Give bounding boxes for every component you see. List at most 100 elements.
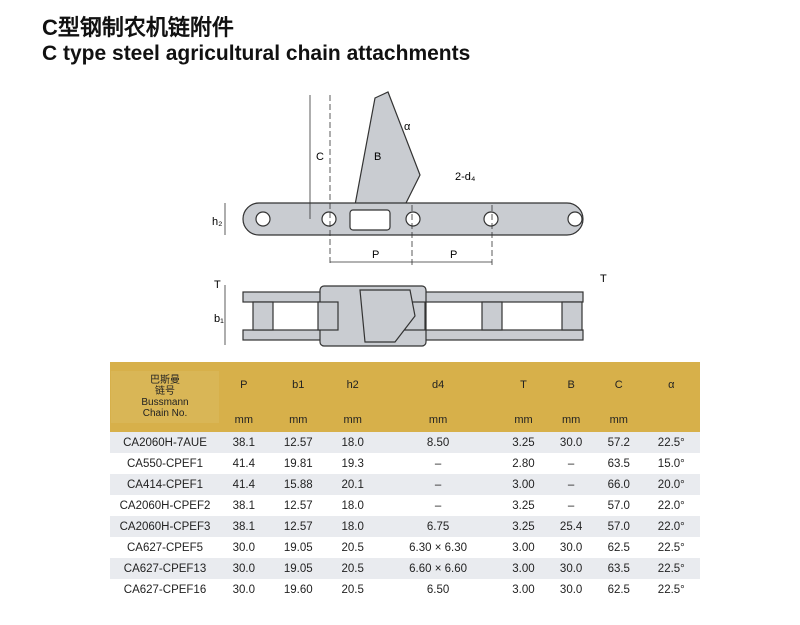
value-cell: 6.30 × 6.30 (409, 541, 468, 554)
chain-no-cell: CA627-CPEF5 (126, 541, 204, 554)
value-cell: 3.25 (499, 516, 548, 537)
value-cell: 63.5 (607, 457, 630, 470)
title-english: C type steel agricultural chain attachme… (42, 42, 471, 65)
value-cell: 6.50 (426, 583, 450, 596)
chain-attachment-drawing: C B α 2-d₄ h₂ P P T b₁ T (212, 91, 607, 347)
value-cell: 20.1 (328, 474, 377, 495)
value-cell: 22.5° (657, 583, 685, 596)
value-cell: 20.5 (341, 541, 364, 554)
value-cell: 12.57 (267, 516, 329, 537)
header-cn1: 巴斯曼 (150, 375, 180, 386)
col-d4: d4 (376, 362, 500, 408)
value-cell: – (434, 499, 442, 512)
value-cell: 38.1 (232, 499, 256, 512)
value-cell: 63.5 (594, 558, 643, 579)
value-cell: 22.5° (657, 541, 685, 554)
value-cell: 3.25 (512, 499, 535, 512)
unit-cell: mm (547, 408, 595, 432)
value-cell: 22.0° (642, 516, 700, 537)
value-cell: 22.5° (642, 432, 700, 453)
col-b1: b1 (267, 362, 329, 408)
value-cell: 25.4 (547, 516, 595, 537)
label-t2: T (600, 273, 607, 285)
value-cell: 38.1 (220, 516, 268, 537)
value-cell: 3.00 (499, 558, 548, 579)
chain-no-cell: CA2060H-CPEF3 (110, 516, 220, 537)
side-view (242, 91, 584, 236)
value-cell: 3.00 (512, 583, 535, 596)
value-cell: – (567, 457, 575, 470)
value-cell: 62.5 (607, 583, 630, 596)
header-en1: Bussmann (141, 397, 189, 408)
value-cell: 6.75 (376, 516, 500, 537)
value-cell: 8.50 (376, 432, 500, 453)
value-cell: 66.0 (594, 474, 643, 495)
col-alpha: α (642, 362, 700, 408)
chain-no-cell: CA550-CPEF1 (126, 457, 204, 470)
value-cell: 30.0 (232, 583, 256, 596)
unit-cell: mm (499, 408, 548, 432)
value-cell: 18.0 (328, 432, 377, 453)
chain-no-cell: CA627-CPEF13 (110, 558, 220, 579)
value-cell: 19.81 (283, 457, 313, 470)
label-b: B (374, 151, 381, 163)
value-cell: – (434, 457, 442, 470)
label-alpha: α (404, 121, 411, 133)
value-cell: 19.3 (341, 457, 364, 470)
unit-cell: mm (220, 408, 268, 432)
specs-table: 巴斯曼 链号 Bussmann Chain No. P b1 h2 d4 T B… (110, 362, 700, 600)
value-cell: 3.25 (499, 432, 548, 453)
unit-cell: mm (328, 408, 377, 432)
label-h2: h₂ (212, 216, 222, 228)
value-cell: 2.80 (512, 457, 535, 470)
label-p2: P (450, 249, 457, 261)
value-cell: 18.0 (341, 499, 364, 512)
value-cell: 22.5° (642, 558, 700, 579)
value-cell: 30.0 (232, 541, 256, 554)
col-p: P (220, 362, 268, 408)
value-cell: – (376, 474, 500, 495)
chain-no-cell: CA627-CPEF16 (123, 583, 207, 596)
value-cell: 12.57 (283, 499, 313, 512)
value-cell: 20.5 (341, 583, 364, 596)
value-cell: 12.57 (267, 432, 329, 453)
value-cell: – (547, 474, 595, 495)
value-cell: 20.5 (328, 558, 377, 579)
table-row: CA627-CPEF16 30.0 19.60 20.5 6.50 3.00 30.0 62.… (110, 579, 700, 600)
value-cell: 19.60 (283, 583, 313, 596)
value-cell: 19.05 (283, 541, 313, 554)
value-cell: 30.0 (559, 583, 583, 596)
value-cell: 30.0 (220, 558, 268, 579)
value-cell: 57.2 (594, 432, 643, 453)
value-cell: 57.0 (607, 499, 630, 512)
unit-cell: mm (594, 408, 643, 432)
value-cell: 19.05 (267, 558, 329, 579)
header-cn2: 链号 (155, 386, 175, 397)
chain-no-header: 巴斯曼 链号 Bussmann Chain No. (110, 362, 220, 432)
label-t1: T (214, 279, 221, 291)
value-cell: 38.1 (220, 432, 268, 453)
col-t: T (499, 362, 548, 408)
value-cell: 15.0° (657, 457, 685, 470)
value-cell: 15.88 (267, 474, 329, 495)
top-view (242, 285, 584, 347)
value-cell: 20.0° (642, 474, 700, 495)
col-h2: h2 (328, 362, 377, 408)
value-cell: 3.00 (512, 541, 535, 554)
value-cell: 57.0 (594, 516, 643, 537)
col-b: B (547, 362, 595, 408)
chain-no-cell: CA2060H-7AUE (110, 432, 220, 453)
col-c: C (594, 362, 643, 408)
chain-no-cell: CA2060H-CPEF2 (119, 499, 211, 512)
value-cell: 41.4 (220, 474, 268, 495)
chain-no-cell: CA414-CPEF1 (110, 474, 220, 495)
label-p1: P (372, 249, 379, 261)
value-cell: 30.0 (547, 432, 595, 453)
title-chinese: C型钢制农机链附件 (42, 15, 234, 40)
attachment-wing (354, 91, 421, 206)
